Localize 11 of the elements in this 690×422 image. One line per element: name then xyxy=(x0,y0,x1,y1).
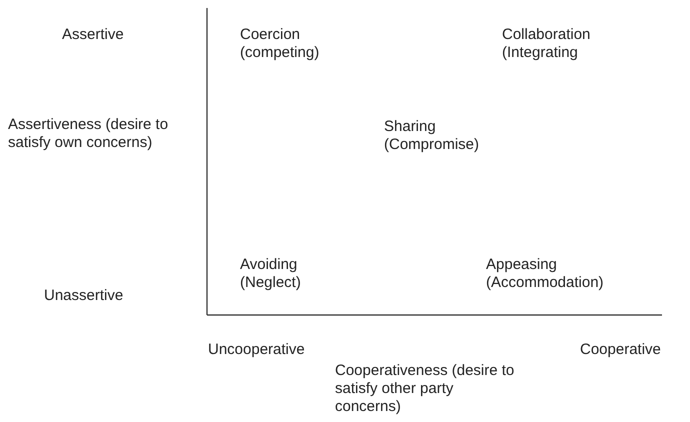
style-label: Sharing (Compromise) xyxy=(384,118,480,153)
axis-end-label: Uncooperative xyxy=(208,341,305,358)
style-label: Collaboration (Integrating xyxy=(502,26,590,61)
axis-title: Cooperativeness (desire to satisfy other party concerns) xyxy=(335,362,514,415)
style-label: Coercion (competing) xyxy=(240,26,320,61)
axis-end-label: Unassertive xyxy=(44,287,124,304)
axis-title: Assertiveness (desire to satisfy own concerns) xyxy=(8,116,168,151)
axis-end-label: Cooperative xyxy=(580,341,661,358)
axis-end-label: Assertive xyxy=(62,26,124,43)
style-label: Avoiding (Neglect) xyxy=(240,256,301,291)
style-label: Appeasing (Accommodation) xyxy=(486,256,604,291)
